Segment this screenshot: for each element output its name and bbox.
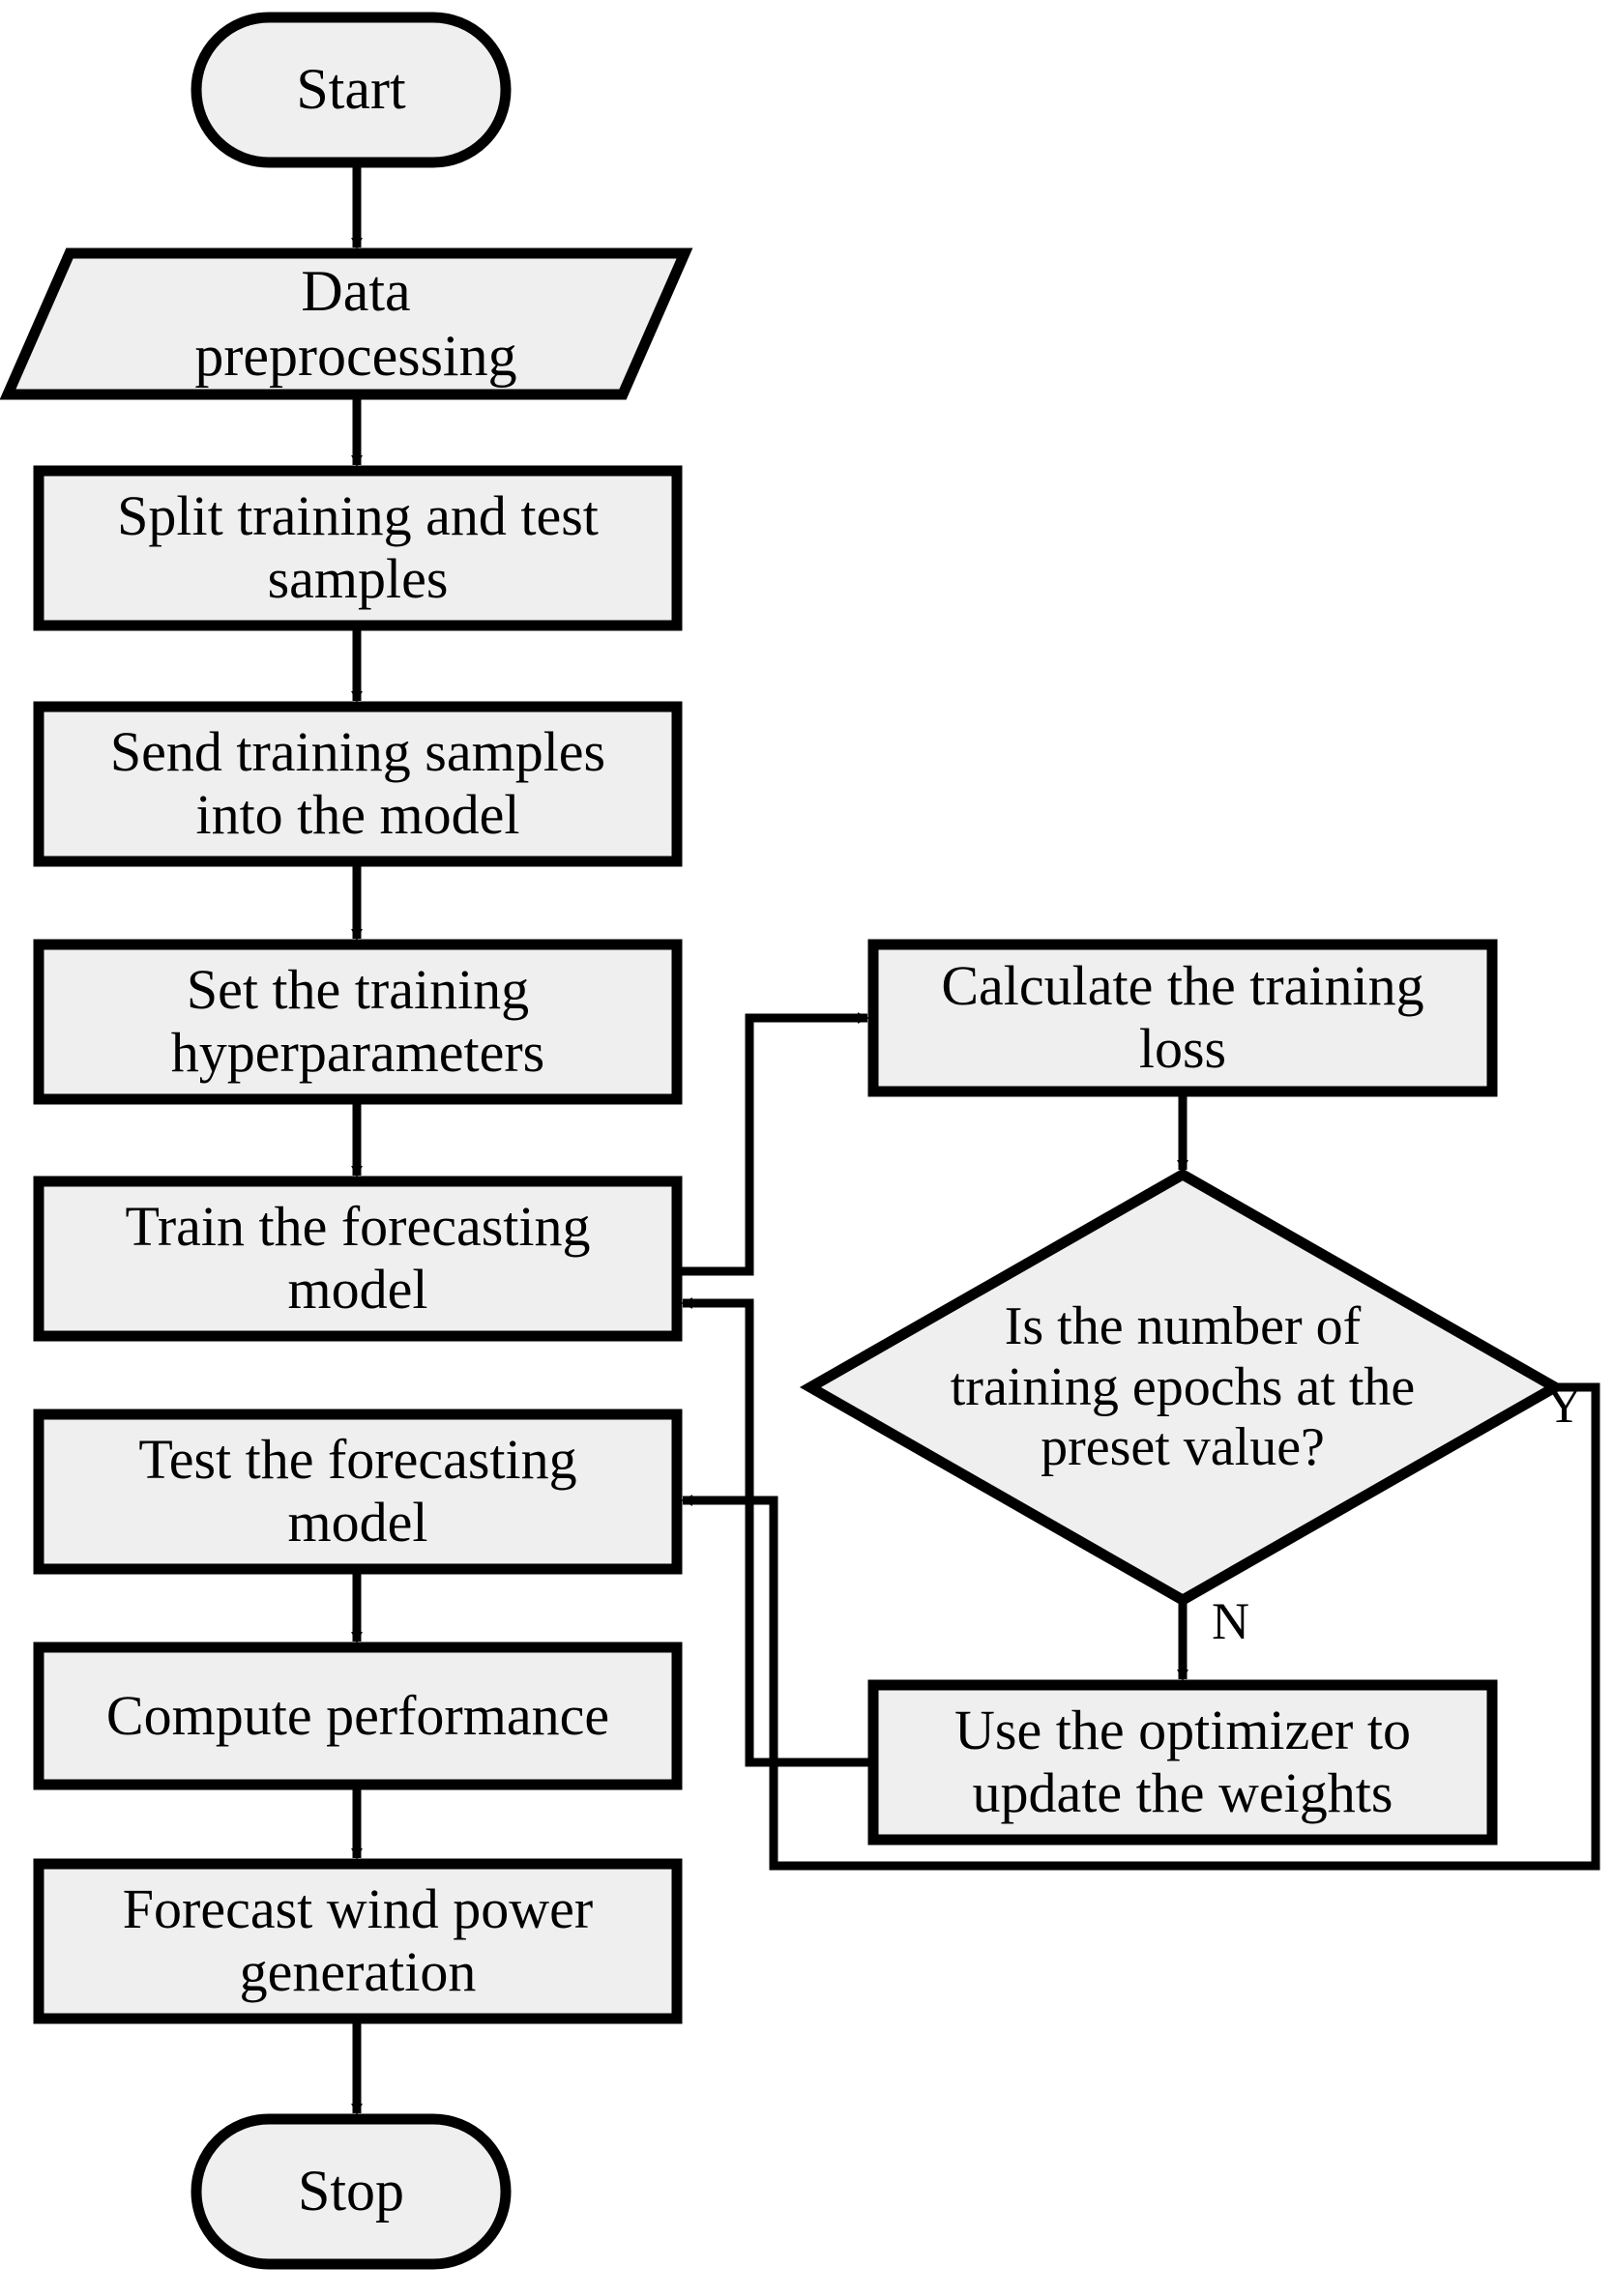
- node-hyperparams-shape: [33, 939, 683, 1105]
- node-decision-shape: [799, 1168, 1567, 1607]
- edge-optimizer-train: [681, 1297, 873, 1767]
- edge-label-yes: Y: [1545, 1376, 1583, 1434]
- node-optimizer-shape: [867, 1679, 1498, 1846]
- node-start-shape: [191, 12, 512, 168]
- node-test-shape: [33, 1409, 683, 1575]
- node-train-shape: [33, 1176, 683, 1342]
- node-loss-shape: [867, 939, 1498, 1097]
- edge-train-loss: [677, 1012, 869, 1276]
- node-split-shape: [33, 465, 683, 631]
- edge-decision-test: [681, 1382, 1600, 1871]
- node-performance-shape: [33, 1642, 683, 1790]
- node-stop-shape: [191, 2113, 512, 2270]
- node-forecast-shape: [33, 1858, 683, 2024]
- node-preprocess-shape: [0, 247, 693, 400]
- node-send-shape: [33, 701, 683, 867]
- edge-label-no: N: [1212, 1592, 1249, 1650]
